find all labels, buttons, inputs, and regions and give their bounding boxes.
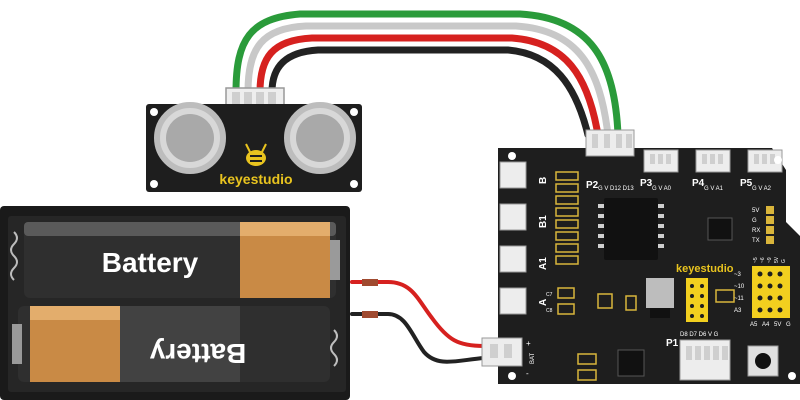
serial-labels: 5V G RX TX [752,206,774,244]
svg-text:TX: TX [752,238,760,244]
svg-text:G: G [752,218,757,224]
reset-button[interactable] [747,345,779,377]
port-p2-pins: G V D12 D13 [598,186,634,192]
bat-connector: + BAT - [481,337,536,378]
bat-label: BAT [530,352,536,364]
board-outline [498,148,800,384]
svg-text:~11: ~11 [734,296,744,302]
battery-bottom-label: Battery [149,338,246,369]
svg-text:A3: A3 [734,308,742,314]
left-ports: B B1 A1 A [499,161,549,315]
svg-text:~3: ~3 [734,272,742,278]
wire-gray [244,22,612,139]
wire-power-black [350,312,486,364]
svg-text:5V: 5V [774,256,780,263]
sensor-brand: keyestudio [219,171,292,187]
left-port-a1: A1 [538,257,549,270]
controller-board: P2 G V D12 D13 P3 G V A0 P4 G V A1 P5 G … [481,129,800,384]
port-p4: P4 G V A1 [692,149,731,192]
battery-holder: Battery Battery [0,206,350,400]
pin-header: ~3 ~10 ~11 A3 ~5 ~6 ~9 5V G A5 A4 5V G [734,256,791,328]
svg-text:5V: 5V [752,208,759,214]
port-p4-name: P4 [692,178,705,189]
port-p3-name: P3 [640,178,653,189]
bat-minus: - [526,369,529,378]
svg-text:G: G [786,322,791,328]
driver-chip [598,198,664,260]
resistor-array [555,171,579,265]
wire-power-red [350,280,486,348]
svg-text:A5: A5 [750,322,758,328]
left-port-b: B [538,177,549,184]
port-p5-pins: G V A2 [752,186,772,192]
svg-text:C8: C8 [546,308,553,314]
power-cable [350,279,486,364]
svg-text:~6: ~6 [760,257,766,263]
bee-logo-icon [245,143,267,166]
left-port-b1: B1 [538,215,549,228]
board-components: C7 C8 [546,278,735,381]
small-chip [707,217,733,241]
port-p3: P3 G V A0 [640,149,679,192]
left-port-a: A [538,299,549,306]
board-brand: keyestudio [676,263,734,275]
port-p1-name: P1 [666,338,679,349]
svg-text:RX: RX [752,228,760,234]
svg-text:~5: ~5 [753,257,759,263]
port-p5-name: P5 [740,178,753,189]
svg-text:C7: C7 [546,292,553,298]
svg-text:A4: A4 [762,322,770,328]
port-p2-name: P2 [586,180,599,191]
port-p1: P1 D8 D7 D6 V G [666,332,731,381]
wire-green [232,10,622,139]
sensor-cable [232,10,622,139]
battery-cell-bottom: Battery [12,306,330,382]
svg-text:~10: ~10 [734,284,745,290]
port-p3-pins: G V A0 [652,186,672,192]
svg-text:~9: ~9 [767,257,773,263]
battery-top-label: Battery [102,247,199,278]
ultrasonic-sensor: keyestudio [146,87,362,192]
port-p5: P5 G V A2 [740,149,783,192]
port-p1-pins: D8 D7 D6 V G [680,332,719,338]
wire-black [268,46,592,139]
svg-text:5V: 5V [774,322,781,328]
wire-red [256,34,602,139]
bat-plus: + [526,339,531,348]
svg-text:G: G [781,259,787,263]
port-p2: P2 G V D12 D13 [585,129,635,192]
battery-cell-top: Battery [24,222,340,298]
port-p4-pins: G V A1 [704,186,724,192]
